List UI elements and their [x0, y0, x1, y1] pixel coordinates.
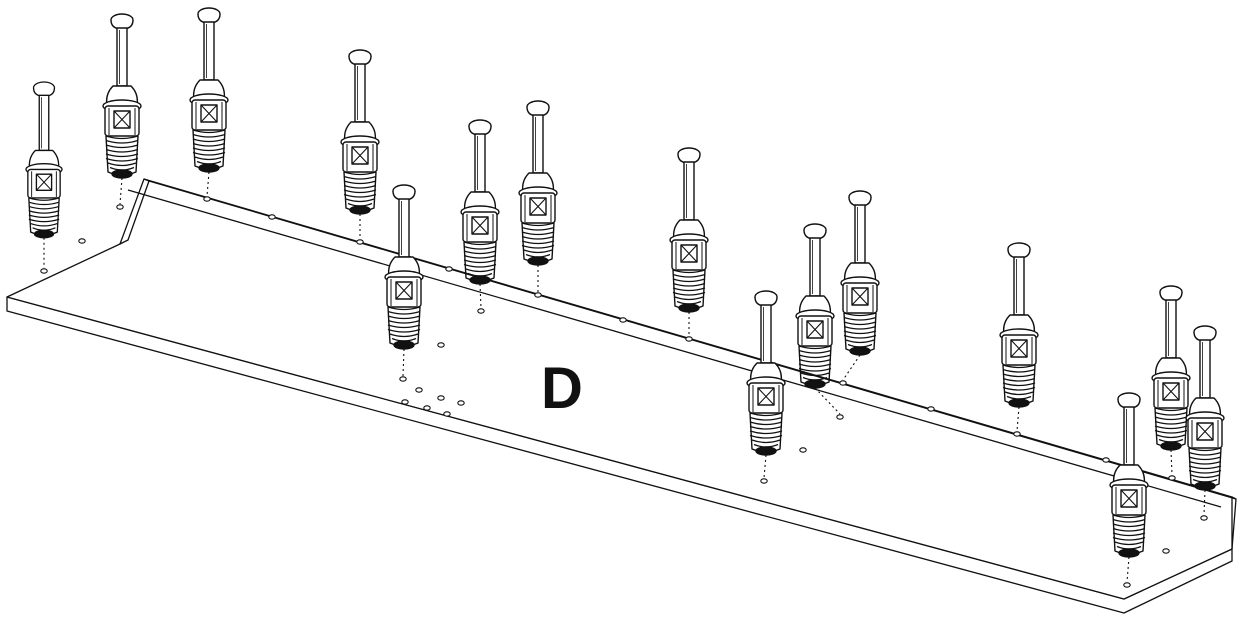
panel-hole: [1102, 457, 1110, 463]
leader-line: [1016, 406, 1020, 432]
panel-hole: [356, 239, 364, 245]
panel-hole: [534, 292, 542, 298]
panel-hole: [445, 266, 453, 272]
cam-bolt: [25, 81, 63, 239]
cam-bolt: [518, 100, 558, 266]
panel-hole: [116, 204, 124, 210]
cam-bolts: [25, 7, 1225, 558]
panel-board: [6, 178, 1237, 614]
cam-bolt: [669, 147, 709, 313]
panel-hole: [1168, 475, 1176, 481]
panel-hole: [415, 387, 423, 393]
cam-bolt: [340, 49, 380, 215]
panel-hole: [1123, 582, 1131, 588]
leader-line: [119, 177, 123, 205]
panel-hole: [457, 400, 465, 406]
leader-line: [1126, 556, 1130, 583]
panel-hole: [760, 478, 768, 484]
panel-hole: [203, 196, 211, 202]
panel-hole: [685, 336, 693, 342]
leader-lines: [43, 171, 1206, 583]
cam-bolt: [460, 119, 500, 285]
panel-hole: [839, 380, 847, 386]
panel-hole: [836, 414, 844, 420]
cam-bolt: [999, 242, 1039, 408]
cam-bolt: [840, 190, 880, 356]
panel-hole: [401, 399, 409, 405]
leader-line: [1203, 489, 1206, 516]
panel-letter: D: [541, 356, 583, 421]
leader-line: [814, 387, 841, 415]
leader-line: [842, 354, 861, 381]
cam-bolt: [1151, 285, 1191, 451]
leader-line: [206, 171, 210, 197]
panel-hole: [799, 447, 807, 453]
leader-line: [763, 454, 767, 479]
panel-hole: [1013, 431, 1021, 437]
cam-bolt: [1185, 325, 1225, 491]
panel-hole: [1162, 548, 1170, 554]
leader-line: [479, 283, 482, 309]
panel-hole: [619, 317, 627, 323]
cam-bolt: [1109, 392, 1149, 558]
panel-hole: [443, 411, 451, 417]
panel-hole: [437, 395, 445, 401]
cam-bolt: [189, 7, 229, 173]
leader-line: [1170, 449, 1173, 476]
panel-hole: [423, 405, 431, 411]
panel-hole: [399, 376, 407, 382]
cam-bolt: [746, 290, 786, 456]
panel-hole: [927, 406, 935, 412]
panel-hole: [78, 238, 86, 244]
panel-hole: [437, 342, 445, 348]
panel-hole: [268, 214, 276, 220]
cam-bolt: [102, 13, 142, 179]
panel-hole: [1200, 515, 1208, 521]
cam-bolt: [384, 184, 424, 350]
panel-hole: [40, 268, 48, 274]
panel-hole: [477, 308, 485, 314]
cam-bolt: [795, 223, 835, 389]
